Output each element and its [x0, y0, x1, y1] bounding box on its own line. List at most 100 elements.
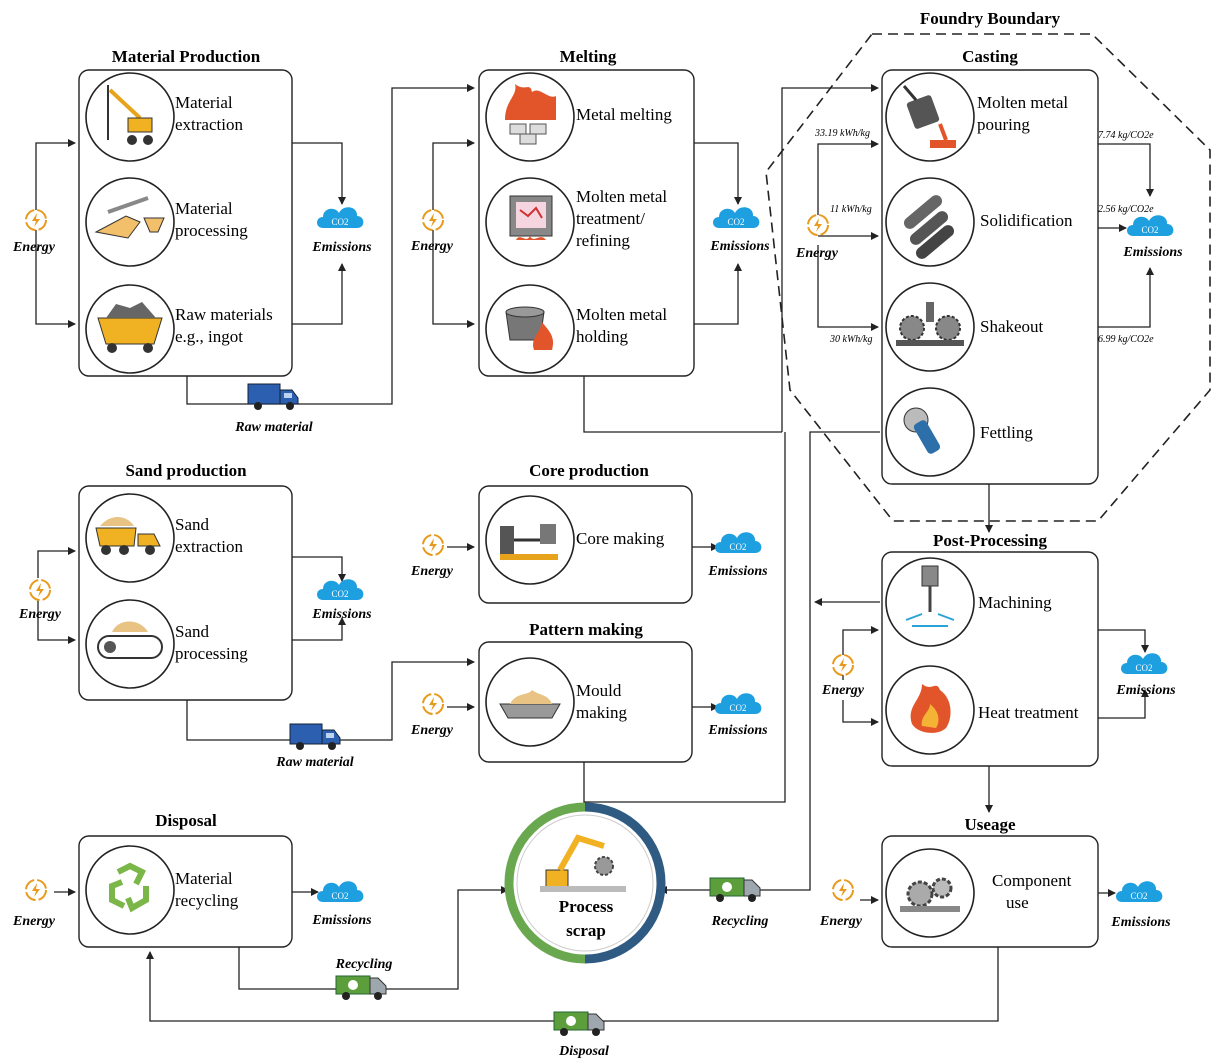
grinder-icon: [903, 407, 941, 454]
raw-material-label: Raw material: [234, 420, 313, 435]
label-metal-melting: Metal melting: [576, 105, 672, 124]
raw-material-label: Raw material: [275, 755, 354, 770]
raw-material-truck-1: Raw material: [234, 383, 313, 435]
emission-value: 2.56 kg/CO2e: [1098, 204, 1154, 215]
title-disposal: Disposal: [155, 811, 217, 830]
truck-icon: [553, 1011, 605, 1037]
emissions-label: Emissions: [709, 239, 770, 254]
recycle-icon: [109, 862, 149, 913]
foundry-boundary-label: Foundry Boundary: [920, 9, 1061, 28]
title-sand-production: Sand production: [125, 461, 247, 480]
label-heat-treatment: Heat treatment: [978, 703, 1079, 722]
truck-icon: [247, 383, 299, 411]
co2-text: CO2: [1135, 663, 1152, 673]
furnace-fire-icon: [505, 84, 556, 145]
foundry-boundary: [765, 33, 1211, 522]
label-machining: Machining: [978, 593, 1052, 612]
recycling-label: Recycling: [711, 914, 769, 929]
raw-material-truck-2: Raw material: [275, 723, 354, 770]
recycle-icon-circle: [85, 845, 175, 935]
title-useage: Useage: [965, 815, 1016, 834]
emissions-label: Emissions: [707, 564, 768, 579]
energy-icon: [25, 879, 47, 901]
mould-tray-icon: [499, 690, 561, 719]
casting-box: [881, 69, 1099, 485]
emissions-label: Emissions: [707, 723, 768, 738]
truck-icon: [289, 723, 341, 751]
energy-label: Energy: [12, 914, 56, 929]
energy-icon: [832, 654, 854, 676]
emission-value: 6.99 kg/CO2e: [1098, 334, 1154, 345]
dump-truck-icon: [95, 517, 161, 555]
process-scrap-node: Process scrap: [504, 802, 666, 964]
energy-label: Energy: [410, 239, 454, 254]
robot-arm-icon: [540, 834, 626, 892]
shakeout-icon: [896, 302, 964, 346]
ladle-pour-icon: [902, 85, 956, 148]
energy-label: Energy: [819, 914, 863, 929]
energy-value: 30 kWh/kg: [829, 334, 873, 345]
title-casting: Casting: [962, 47, 1018, 66]
disposal-truck: Disposal: [553, 1011, 609, 1059]
energy-icon: [29, 579, 51, 601]
label-fettling: Fettling: [980, 423, 1033, 442]
energy-label: Energy: [410, 564, 454, 579]
truck-icon: [709, 877, 761, 903]
conveyor-sand-icon: [97, 621, 163, 659]
co2-text: CO2: [729, 542, 746, 552]
energy-label: Energy: [410, 723, 454, 738]
co2-text: CO2: [1141, 225, 1158, 235]
refining-furnace-icon: [509, 195, 553, 240]
co2-text: CO2: [727, 217, 744, 227]
conveyor-sand-icon-circle: [85, 599, 175, 689]
shakeout-icon-circle: [885, 282, 975, 372]
co2-text: CO2: [331, 589, 348, 599]
holding-pot-icon: [505, 306, 554, 350]
gears-icon: [900, 877, 960, 912]
energy-label: Energy: [795, 246, 839, 261]
energy-nodes: Energy Energy Energy Energy Energy Energ…: [12, 209, 865, 929]
emission-nodes: Emissions Emissions Emissions Emissions …: [311, 207, 1183, 930]
co2-text: CO2: [331, 217, 348, 227]
co2-text: CO2: [729, 703, 746, 713]
label-core-making: Core making: [576, 529, 665, 548]
energy-icon: [422, 693, 444, 715]
casting-measurements: 33.19 kWh/kg 11 kWh/kg 30 kWh/kg 7.74 kg…: [814, 128, 1154, 345]
emissions-label: Emissions: [1115, 683, 1176, 698]
energy-icon: [25, 209, 47, 231]
emissions-label: Emissions: [311, 240, 372, 255]
energy-icon: [832, 879, 854, 901]
excavator-icon: [107, 85, 153, 145]
label-shakeout: Shakeout: [980, 317, 1044, 336]
metal-bars-icon: [903, 195, 955, 259]
recycling-truck-2: Recycling: [335, 957, 393, 1001]
title-material-production: Material Production: [112, 47, 261, 66]
title-pattern-making: Pattern making: [529, 620, 643, 639]
ore-cart-icon: [97, 302, 163, 353]
process-scrap-line2: scrap: [566, 921, 606, 940]
emission-value: 7.74 kg/CO2e: [1098, 130, 1154, 141]
emissions-label: Emissions: [1122, 245, 1183, 260]
truck-icon: [335, 975, 387, 1001]
co2-text: CO2: [1130, 891, 1147, 901]
energy-label: Energy: [18, 607, 62, 622]
recycling-truck-1: Recycling: [709, 877, 769, 929]
energy-value: 33.19 kWh/kg: [814, 128, 870, 139]
emissions-label: Emissions: [1110, 915, 1171, 930]
disposal-label: Disposal: [558, 1044, 609, 1059]
lathe-icon: [500, 524, 558, 560]
fire-icon: [910, 684, 951, 733]
energy-icon: [422, 534, 444, 556]
energy-label: Energy: [821, 683, 865, 698]
process-scrap-line1: Process: [559, 897, 614, 916]
title-melting: Melting: [560, 47, 617, 66]
recycling-label: Recycling: [335, 957, 393, 972]
